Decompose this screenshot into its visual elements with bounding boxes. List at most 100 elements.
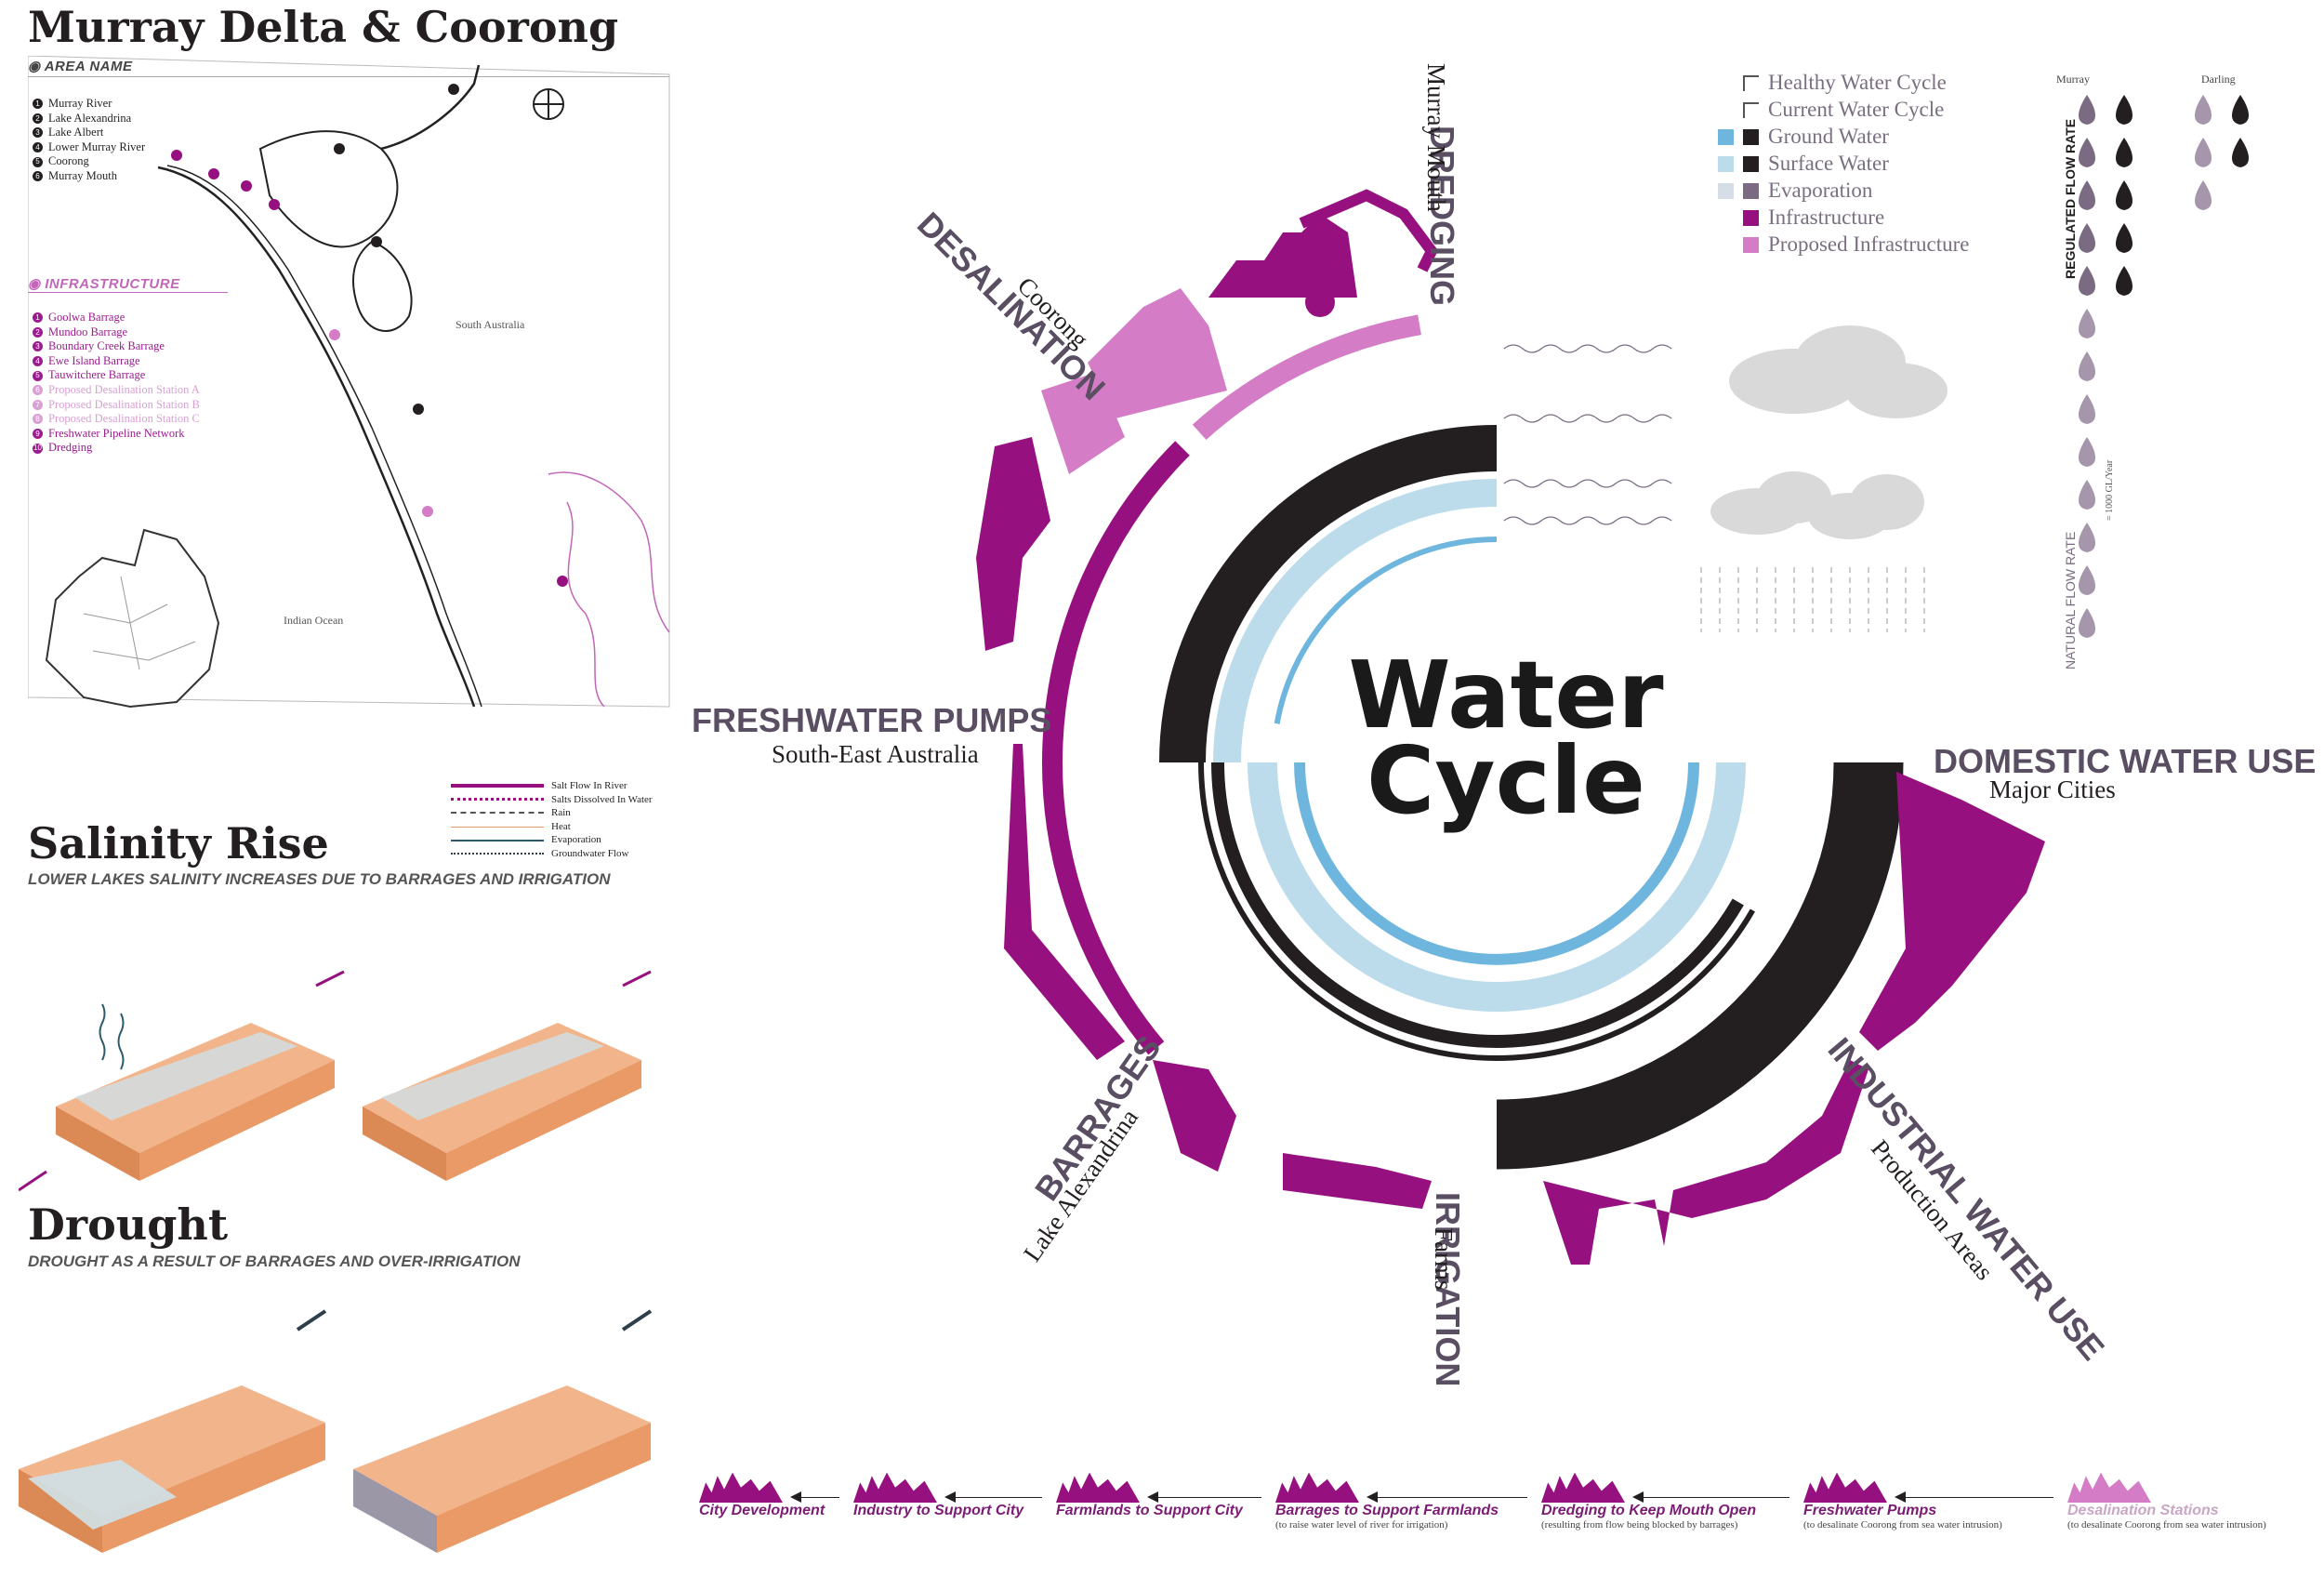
pipeline-step-label: Desalination Stations <box>2067 1503 2219 1518</box>
murray-drop-icon <box>2079 180 2095 210</box>
irrigation-sub: Farms <box>1430 1227 1458 1291</box>
surface-water-ring-current-left <box>1159 425 1498 763</box>
pipeline-step-icon <box>1275 1472 1359 1503</box>
water-cycle-legend-item: Current Water Cycle <box>1718 96 1970 123</box>
water-cycle-legend-item: Proposed Infrastructure <box>1718 231 1970 258</box>
pipeline-step-icon <box>853 1472 937 1503</box>
salinity-subtitle: LOWER LAKES SALINITY INCREASES DUE TO BA… <box>28 870 611 888</box>
desalination-ring <box>1192 314 1421 440</box>
pipeline-step-sub: (to desalinate Coorong from sea water in… <box>1803 1519 2002 1531</box>
infrastructure-number-icon: 4 <box>33 356 43 367</box>
legend-bracket-icon <box>1743 102 1759 118</box>
legend-swatch-healthy <box>1718 156 1734 172</box>
darling-drop-icon <box>2195 180 2212 210</box>
irrigation-farm-icon <box>1283 1153 1432 1209</box>
murray-drop-icon <box>2116 223 2133 253</box>
pipeline-step-label: Industry to Support City <box>853 1503 1024 1518</box>
pipeline-step-sub: (to raise water level of river for irrig… <box>1275 1519 1448 1531</box>
infrastructure-item: 5 Tauwitchere Barrage <box>33 368 200 383</box>
pipeline-step: Industry to Support City <box>853 1469 1023 1519</box>
infrastructure-label: Boundary Creek Barrage <box>48 339 165 353</box>
infrastructure-label: Mundoo Barrage <box>48 325 128 338</box>
area-bullet-icon: ◉ <box>28 59 45 74</box>
natural-drop-icon <box>2079 437 2095 467</box>
infrastructure-number-icon: 10 <box>33 443 43 454</box>
salinity-legend-item: Rain <box>451 806 653 820</box>
barrage-icon <box>1153 1060 1236 1172</box>
ground-water-thin-ring <box>1211 762 1744 1049</box>
salinity-legend-label: Groundwater Flow <box>551 847 629 859</box>
infrastructure-label: Ewe Island Barrage <box>48 353 140 367</box>
pipeline-arrow-icon <box>1147 1491 1261 1503</box>
freshwater-pumps-label: FRESHWATER PUMPS <box>692 701 1052 739</box>
map-label-indian-ocean: Indian Ocean <box>284 614 344 627</box>
pipeline-step: Farmlands to Support City <box>1056 1469 1243 1519</box>
area-name-heading: ◉ AREA NAME <box>28 59 133 74</box>
salinity-legend-swatch <box>451 812 544 815</box>
salinity-legend-swatch <box>451 826 544 828</box>
darling-drop-icon <box>2195 95 2212 125</box>
water-cycle-title-line2: Cycle <box>1367 726 1645 835</box>
pipeline-step-icon <box>2067 1472 2151 1503</box>
proposed-desalination-icon <box>1041 372 1125 474</box>
water-cycle-legend-label: Current Water Cycle <box>1768 98 1945 121</box>
excavator-wheel-icon <box>1305 287 1335 317</box>
legend-swatch-healthy <box>1718 183 1734 199</box>
water-cycle-legend-label: Surface Water <box>1768 152 1889 175</box>
area-label: Lake Alexandrina <box>48 111 132 125</box>
darling-drop-icon <box>2232 95 2249 125</box>
pipeline-step-label: Farmlands to Support City <box>1056 1503 1243 1518</box>
area-number-icon: 5 <box>33 156 43 167</box>
pipeline-step: City Development <box>699 1469 825 1519</box>
pipeline-step-label: Dredging to Keep Mouth Open <box>1541 1503 1757 1518</box>
water-cycle-legend-item: Evaporation <box>1718 177 1970 204</box>
rain-lines <box>1700 567 1925 632</box>
drought-title: Drought <box>28 1199 229 1250</box>
arrow-head-icon <box>1367 1491 1378 1503</box>
water-cycle-legend-label: Ground Water <box>1768 125 1889 148</box>
pipeline-arrow-icon <box>944 1491 1042 1503</box>
area-number-icon: 1 <box>33 99 43 110</box>
desalination-station-icon <box>1088 288 1227 418</box>
natural-drop-icon <box>2079 608 2095 638</box>
murray-drop-icon <box>2079 223 2095 253</box>
salinity-legend-label: Heat <box>551 820 571 832</box>
water-cycle-title: Water Cycle <box>1311 641 1701 835</box>
domestic-city-skyline-icon <box>1859 772 2045 1051</box>
area-divider <box>28 76 669 77</box>
flow-rate-drops <box>2079 95 2249 638</box>
infrastructure-number-icon: 5 <box>33 370 43 381</box>
legend-bracket-icon <box>1743 75 1759 91</box>
freshwater-pumps-sub: South-East Australia <box>772 740 979 768</box>
salinity-legend-swatch <box>451 839 544 842</box>
water-cycle-legend-label: Proposed Infrastructure <box>1768 232 1970 256</box>
infrastructure-divider <box>28 292 228 293</box>
water-cycle-title-line1: Water <box>1348 641 1664 749</box>
salinity-legend-label: Salt Flow In River <box>551 780 627 791</box>
murray-drop-icon <box>2079 95 2095 125</box>
surface-water-ring-healthy <box>1248 762 1746 1012</box>
murray-drop-icon <box>2079 138 2095 167</box>
pipeline-step-sub: (resulting from flow being blocked by ba… <box>1541 1519 1738 1531</box>
evaporation-waves <box>1503 344 1672 525</box>
infrastructure-heading: ◉ INFRASTRUCTURE <box>28 276 180 292</box>
salinity-legend-item: Groundwater Flow <box>451 847 653 861</box>
infrastructure-silhouettes <box>976 189 2045 1265</box>
pipeline-step: Barrages to Support Farmlands(to raise w… <box>1275 1469 1499 1531</box>
infrastructure-label: Freshwater Pipeline Network <box>48 426 185 440</box>
murray-drop-icon <box>2116 266 2133 296</box>
infrastructure-label: Tauwitchere Barrage <box>48 368 146 382</box>
pipeline-step-icon <box>1541 1472 1625 1503</box>
area-label: Lower Murray River <box>48 139 146 153</box>
pipeline-step-icon <box>699 1472 783 1503</box>
darling-label: Darling <box>2201 73 2236 86</box>
murray-label: Murray <box>2056 73 2090 86</box>
